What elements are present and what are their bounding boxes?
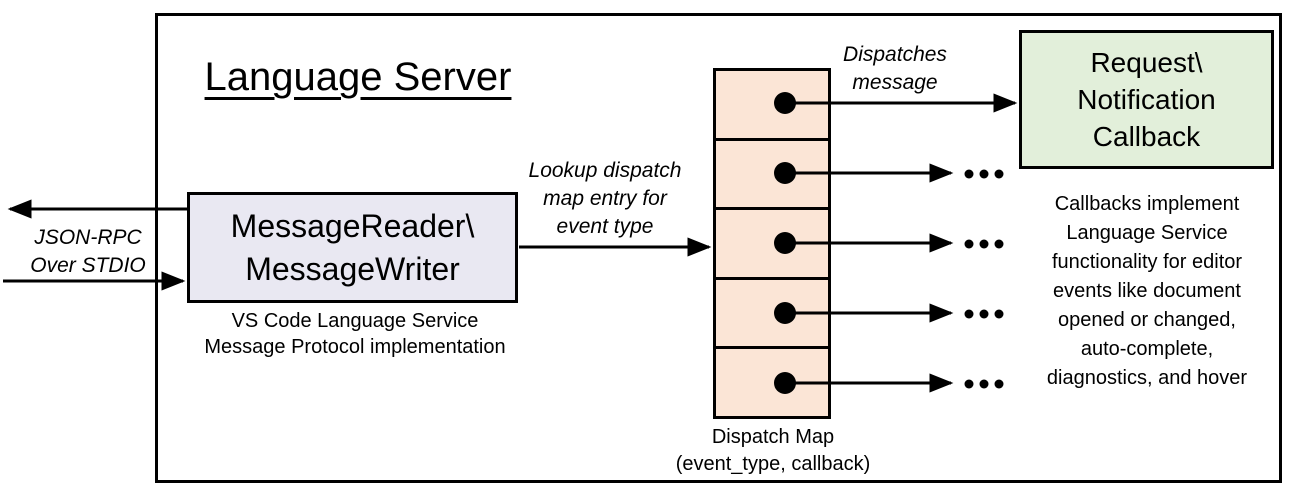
callback-box-line2: Notification	[1077, 84, 1216, 115]
dispatch-map-table	[713, 68, 831, 419]
dispatches-message-label: Dispatches message	[820, 41, 970, 97]
dispatch-map-cell-3	[716, 210, 828, 280]
callbacks-note-line6: auto-complete,	[1080, 338, 1214, 360]
dispatch-map-label-line1: Dispatch Map	[711, 426, 835, 448]
diagram-title: Language Server	[204, 55, 512, 99]
lookup-dispatch-label-line2: map entry for	[543, 187, 667, 210]
message-reader-writer-line2: MessageWriter	[245, 250, 460, 287]
callback-box-line1: Request\	[1090, 47, 1203, 78]
message-reader-writer-line1: MessageReader\	[230, 207, 475, 244]
callbacks-note: Callbacks implement Language Service fun…	[1013, 190, 1281, 393]
request-notification-callback-box: Request\ Notification Callback	[1019, 30, 1274, 169]
json-rpc-label: JSON-RPC Over STDIO	[10, 224, 166, 280]
json-rpc-label-line1: JSON-RPC	[34, 226, 142, 249]
message-box-caption-line1: VS Code Language Service	[231, 310, 479, 332]
dispatch-map-label: Dispatch Map (event_type, callback)	[653, 424, 893, 478]
message-box-caption-line2: Message Protocol implementation	[204, 336, 506, 358]
dispatches-message-label-line2: message	[852, 71, 938, 94]
message-box-caption: VS Code Language Service Message Protoco…	[195, 308, 515, 360]
dispatch-map-cell-1	[716, 71, 828, 141]
callback-box-line3: Callback	[1092, 121, 1201, 152]
callbacks-note-line1: Callbacks implement	[1054, 193, 1240, 215]
dispatch-map-cell-4	[716, 280, 828, 350]
callbacks-note-line2: Language Service	[1066, 222, 1228, 244]
dispatches-message-label-line1: Dispatches	[843, 43, 947, 66]
dispatch-map-label-line2: (event_type, callback)	[675, 453, 871, 475]
callbacks-note-line5: opened or changed,	[1058, 309, 1236, 331]
callbacks-note-line7: diagnostics, and hover	[1046, 367, 1248, 389]
dispatch-map-cell-2	[716, 141, 828, 211]
dispatch-map-cell-5	[716, 349, 828, 416]
callbacks-note-line3: functionality for editor	[1051, 251, 1243, 273]
lookup-dispatch-label: Lookup dispatch map entry for event type	[505, 157, 705, 241]
json-rpc-label-line2: Over STDIO	[30, 254, 146, 277]
language-server-boundary	[155, 13, 1282, 483]
message-reader-writer-box: MessageReader\ MessageWriter	[187, 192, 518, 303]
lookup-dispatch-label-line3: event type	[556, 215, 654, 238]
lookup-dispatch-label-line1: Lookup dispatch	[528, 159, 682, 182]
callbacks-note-line4: events like document	[1053, 280, 1241, 302]
